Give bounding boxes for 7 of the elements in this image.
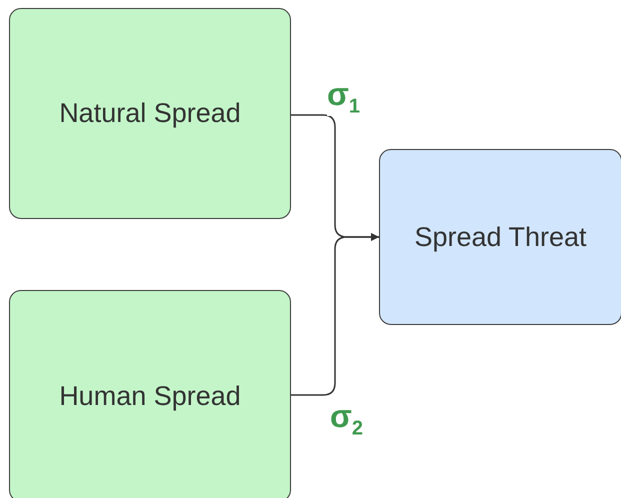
process-box	[9, 290, 291, 498]
node-label: Natural Spread	[59, 98, 241, 129]
process-box	[9, 8, 291, 219]
node-label: Spread Threat	[414, 222, 587, 252]
arrow	[291, 233, 379, 396]
result-box	[379, 149, 621, 325]
node-label: Human Spread	[59, 380, 241, 412]
